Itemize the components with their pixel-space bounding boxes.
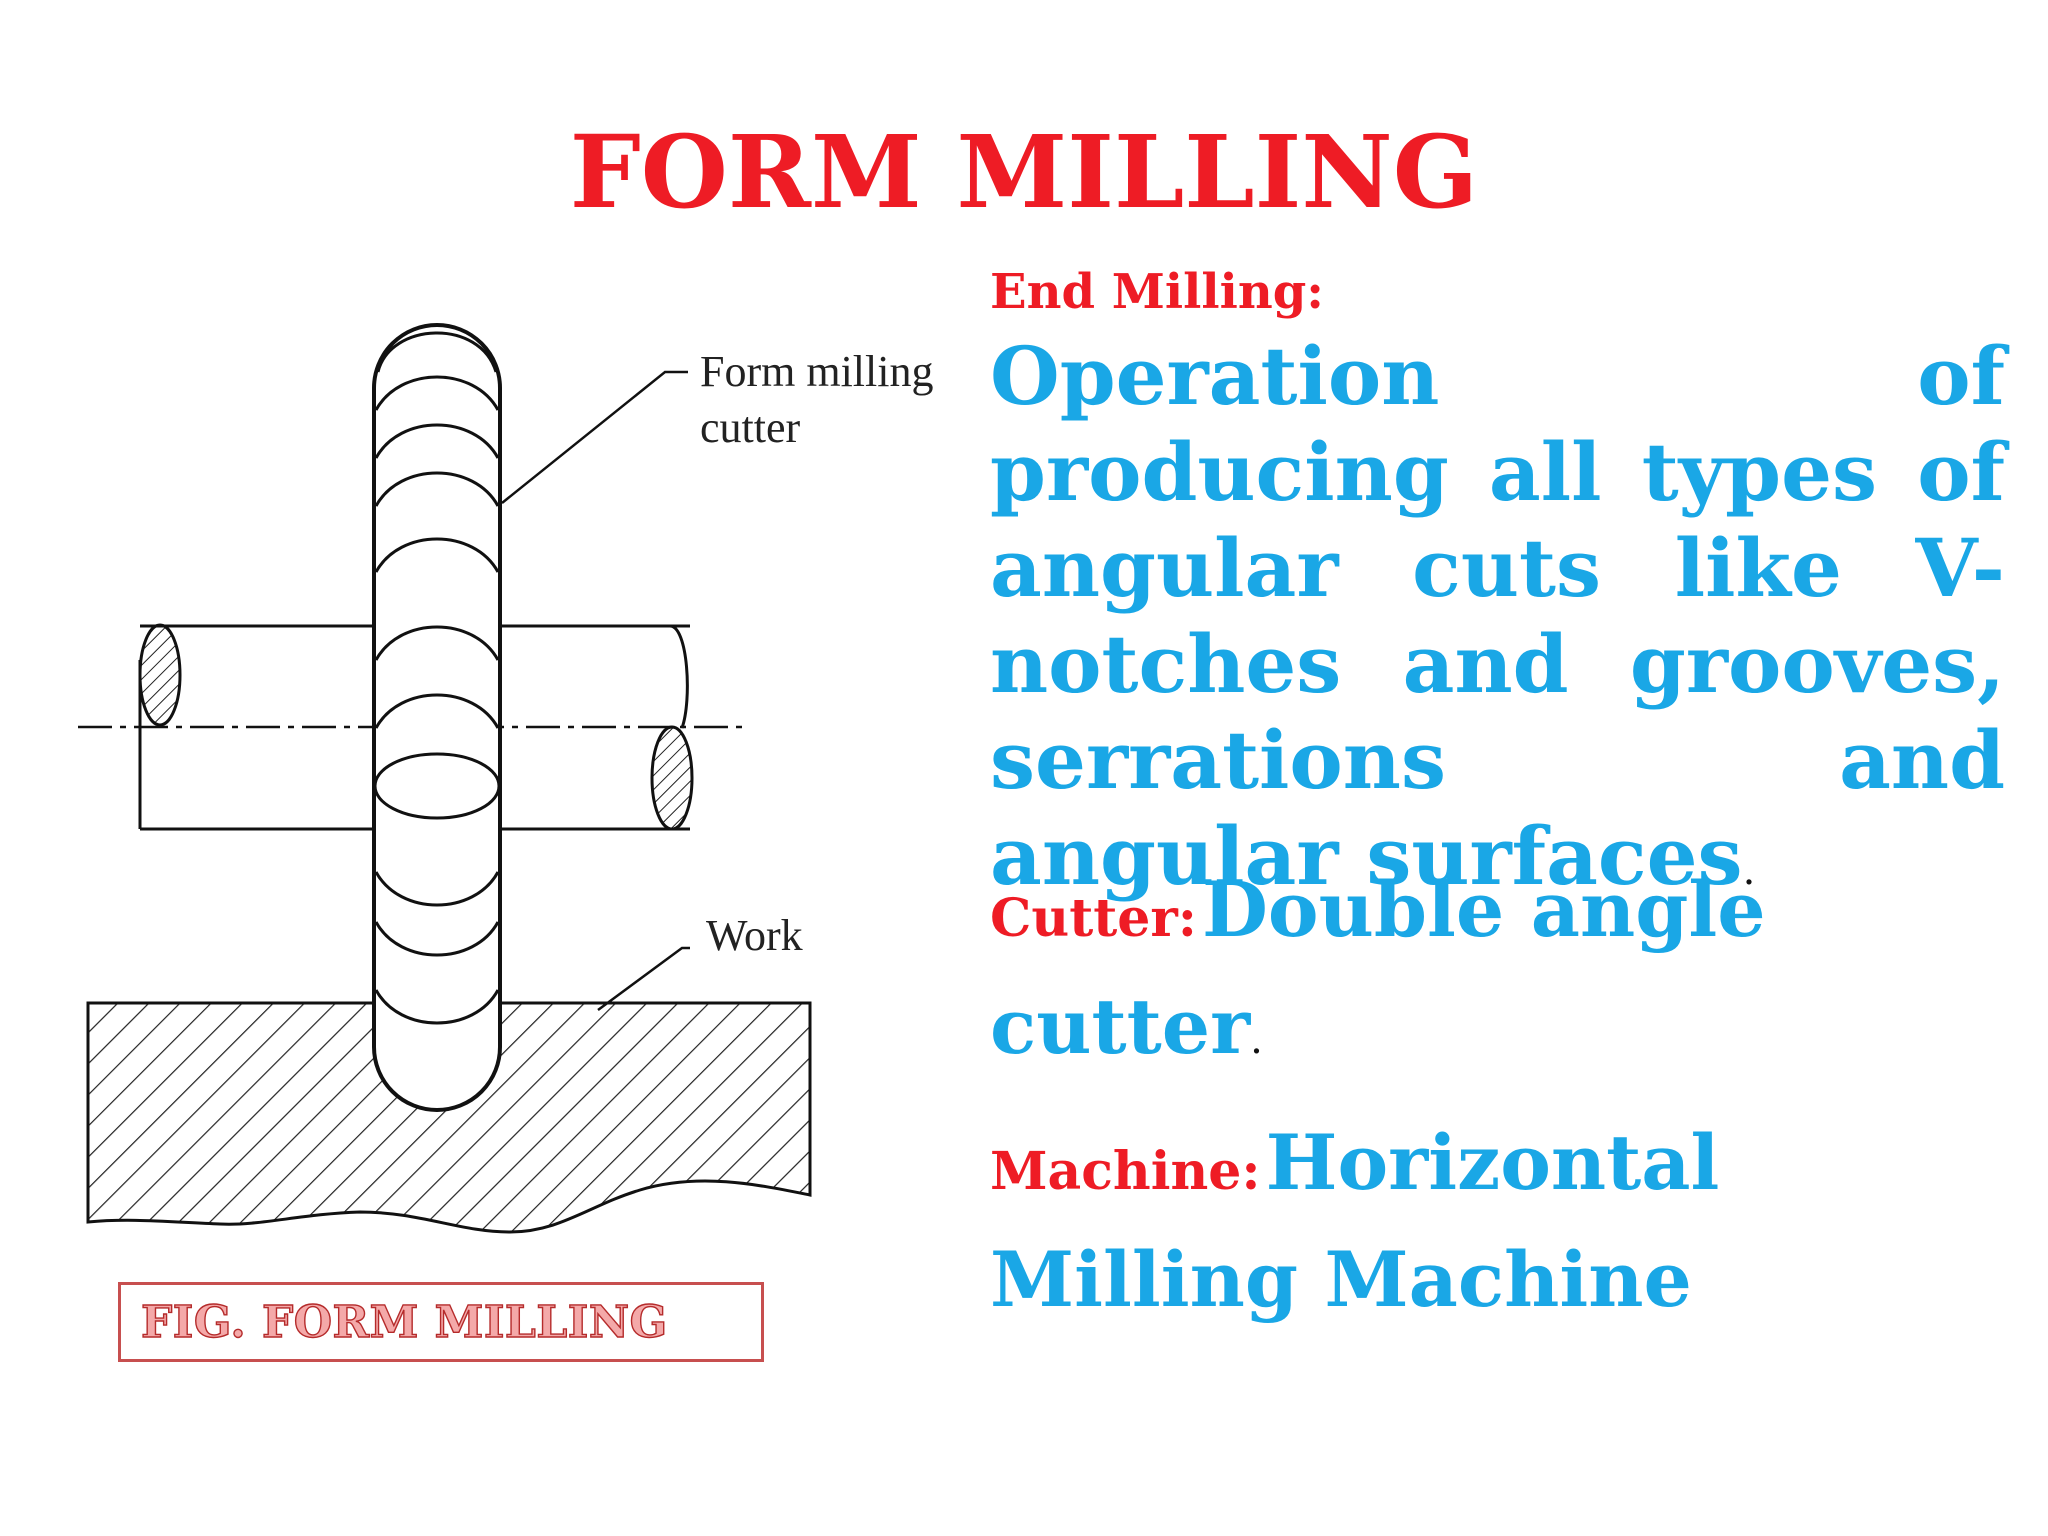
end-milling-period: . (1742, 848, 1756, 894)
end-milling-text: Operation of producing all types of angu… (990, 329, 2005, 903)
work-label: Work (706, 911, 803, 960)
cutter-text: Double angle cutter (990, 865, 1766, 1071)
arbor-left-end (138, 623, 182, 727)
end-milling-label: End Milling: (990, 264, 1325, 320)
cutter-teeth (374, 375, 500, 1025)
machine-label: Machine: (990, 1141, 1261, 1202)
figure-caption: FIG. FORM MILLING (140, 1296, 668, 1348)
figure-caption-box: FIG. FORM MILLING (118, 1282, 764, 1362)
arbor-right-end (650, 725, 694, 831)
cutter-label-line2: cutter (700, 403, 801, 452)
cutter-period: . (1250, 1017, 1263, 1063)
cutter-section: Cutter: Double angle cutter. (990, 862, 2005, 1096)
cutter-label-line1: Form milling (700, 347, 933, 396)
work-leader-line (597, 946, 690, 1012)
machine-text: Horizontal Milling Machine (990, 1118, 1720, 1324)
cutter-leader-line (501, 370, 688, 504)
end-milling-description: Operation of producing all types of angu… (990, 328, 2005, 919)
machine-section: Machine: Horizontal Milling Machine (990, 1115, 2005, 1349)
form-milling-cutter (372, 323, 502, 1112)
workpiece (86, 1001, 812, 1234)
cutter-label: Cutter: (990, 888, 1197, 949)
slide-title: FORM MILLING (569, 113, 1479, 231)
form-milling-diagram: Form milling cutter Work (78, 323, 933, 1234)
